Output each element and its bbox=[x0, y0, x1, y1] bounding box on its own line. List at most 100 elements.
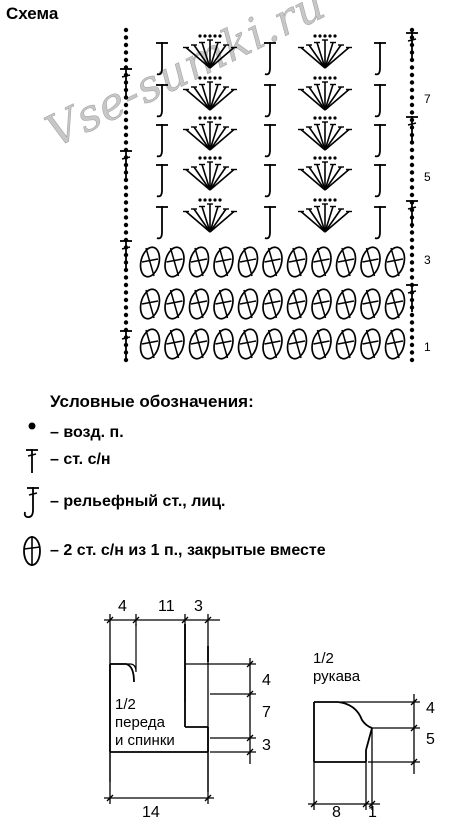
sleeve-schematic bbox=[308, 694, 420, 810]
dim-top-middle: 11 bbox=[158, 598, 175, 615]
row-number-3: 3 bbox=[424, 253, 431, 267]
cluster-symbol bbox=[335, 246, 357, 278]
fan-stitch-symbol bbox=[298, 116, 352, 151]
dim-right-lower: 3 bbox=[262, 737, 271, 754]
double-crochet-icon bbox=[14, 446, 50, 474]
cluster-symbol bbox=[262, 288, 283, 320]
double-crochet-symbol bbox=[120, 330, 132, 358]
row-number-1: 1 bbox=[424, 340, 431, 354]
cluster-symbol bbox=[262, 246, 283, 278]
legend-text-fpdc: – рельефный ст., лиц. bbox=[50, 493, 226, 510]
cluster-symbol bbox=[188, 328, 210, 360]
front-post-dc-symbol bbox=[156, 42, 168, 76]
cluster-symbol bbox=[311, 288, 332, 320]
cluster-symbol bbox=[139, 288, 161, 320]
cluster-symbol bbox=[286, 288, 308, 320]
cluster-symbol bbox=[237, 328, 259, 360]
cluster-symbol bbox=[188, 288, 210, 320]
front-post-dc-symbol bbox=[374, 84, 386, 118]
sleeve-dim-right-lower: 5 bbox=[426, 731, 435, 748]
front-post-dc-symbol bbox=[374, 42, 386, 76]
cluster-symbol bbox=[188, 246, 210, 278]
cluster-symbol bbox=[164, 246, 185, 278]
dim-right-middle: 7 bbox=[262, 704, 271, 721]
cluster-symbol bbox=[164, 328, 185, 360]
cluster-symbol bbox=[311, 328, 332, 360]
front-post-dc-symbol bbox=[264, 164, 276, 198]
cluster-symbol bbox=[360, 288, 381, 320]
legend-item-fpdc: – рельефный ст., лиц. bbox=[14, 484, 225, 520]
fan-stitch-symbol bbox=[183, 34, 237, 69]
cluster-symbol bbox=[213, 246, 234, 278]
front-post-dc-symbol bbox=[156, 84, 168, 118]
sleeve-dim-bottom-width: 8 bbox=[332, 804, 341, 821]
front-post-dc-symbol bbox=[264, 84, 276, 118]
front-post-dc-symbol bbox=[156, 164, 168, 198]
front-post-dc-symbol bbox=[374, 206, 386, 240]
fan-stitch-symbol bbox=[298, 156, 352, 191]
front-post-dc-symbol bbox=[374, 124, 386, 158]
fan-stitch-symbol bbox=[183, 76, 237, 111]
cluster-symbol bbox=[237, 246, 259, 278]
front-post-dc-symbol bbox=[264, 206, 276, 240]
fan-stitch-symbol bbox=[183, 116, 237, 151]
legend-item-cluster: – 2 ст. с/н из 1 п., закрытые вместе bbox=[14, 534, 326, 568]
double-crochet-symbol bbox=[406, 116, 418, 144]
fan-stitch-symbol bbox=[298, 198, 352, 233]
cluster-symbol bbox=[384, 328, 406, 360]
legend-item-chain: – возд. п. bbox=[14, 418, 124, 448]
legend-heading: Условные обозначения: bbox=[50, 392, 254, 411]
fan-stitch-symbol bbox=[298, 76, 352, 111]
front-post-dc-symbol bbox=[156, 124, 168, 158]
fan-stitch-symbol bbox=[183, 198, 237, 233]
double-crochet-symbol bbox=[120, 68, 132, 96]
cluster-symbol bbox=[139, 328, 161, 360]
cluster-symbol bbox=[360, 246, 381, 278]
cluster-symbol bbox=[237, 288, 259, 320]
cluster-symbol bbox=[164, 288, 185, 320]
legend-text-dc: – ст. с/н bbox=[50, 451, 111, 468]
double-crochet-symbol bbox=[120, 240, 132, 268]
sleeve-dim-right-upper: 4 bbox=[426, 700, 435, 717]
chain-stitch-icon bbox=[14, 418, 50, 448]
cluster-symbol bbox=[262, 328, 283, 360]
legend-text-chain: – возд. п. bbox=[50, 424, 124, 441]
cluster-symbol bbox=[335, 328, 357, 360]
cluster-symbol bbox=[286, 246, 308, 278]
cluster-symbol bbox=[213, 288, 234, 320]
cluster-2dc-icon bbox=[14, 534, 50, 568]
double-crochet-symbol bbox=[406, 32, 418, 60]
front-post-dc-symbol bbox=[374, 164, 386, 198]
cluster-symbol bbox=[384, 246, 406, 278]
dim-top-right: 3 bbox=[194, 598, 203, 615]
sleeve-dim-bottom-cuff: 1 bbox=[368, 804, 377, 821]
cluster-symbol bbox=[311, 246, 332, 278]
legend-text-cluster: – 2 ст. с/н из 1 п., закрытые вместе bbox=[50, 542, 326, 559]
dim-bottom-width: 14 bbox=[142, 804, 160, 821]
cluster-symbol bbox=[139, 246, 161, 278]
stitch-chart bbox=[120, 27, 418, 363]
front-back-label: 1/2 переда и спинки bbox=[115, 696, 175, 749]
double-crochet-symbol bbox=[120, 150, 132, 178]
front-back-schematic bbox=[104, 614, 256, 804]
chain-column bbox=[409, 27, 415, 363]
row-number-5: 5 bbox=[424, 170, 431, 184]
front-post-dc-symbol bbox=[264, 42, 276, 76]
cluster-symbol bbox=[213, 328, 234, 360]
legend-item-dc: – ст. с/н bbox=[14, 446, 111, 474]
fan-stitch-symbol bbox=[298, 34, 352, 69]
row-number-7: 7 bbox=[424, 92, 431, 106]
page-title: Схема bbox=[6, 4, 59, 23]
dim-top-left: 4 bbox=[118, 598, 127, 615]
sleeve-label: 1/2 рукава bbox=[313, 650, 361, 685]
cluster-symbol bbox=[286, 328, 308, 360]
fan-stitch-symbol bbox=[183, 156, 237, 191]
front-post-double-crochet-icon bbox=[14, 484, 50, 520]
double-crochet-symbol bbox=[406, 284, 418, 312]
dim-right-upper: 4 bbox=[262, 672, 271, 689]
cluster-symbol bbox=[360, 328, 381, 360]
double-crochet-symbol bbox=[406, 200, 418, 228]
front-post-dc-symbol bbox=[156, 206, 168, 240]
cluster-symbol bbox=[384, 288, 406, 320]
cluster-symbol bbox=[335, 288, 357, 320]
